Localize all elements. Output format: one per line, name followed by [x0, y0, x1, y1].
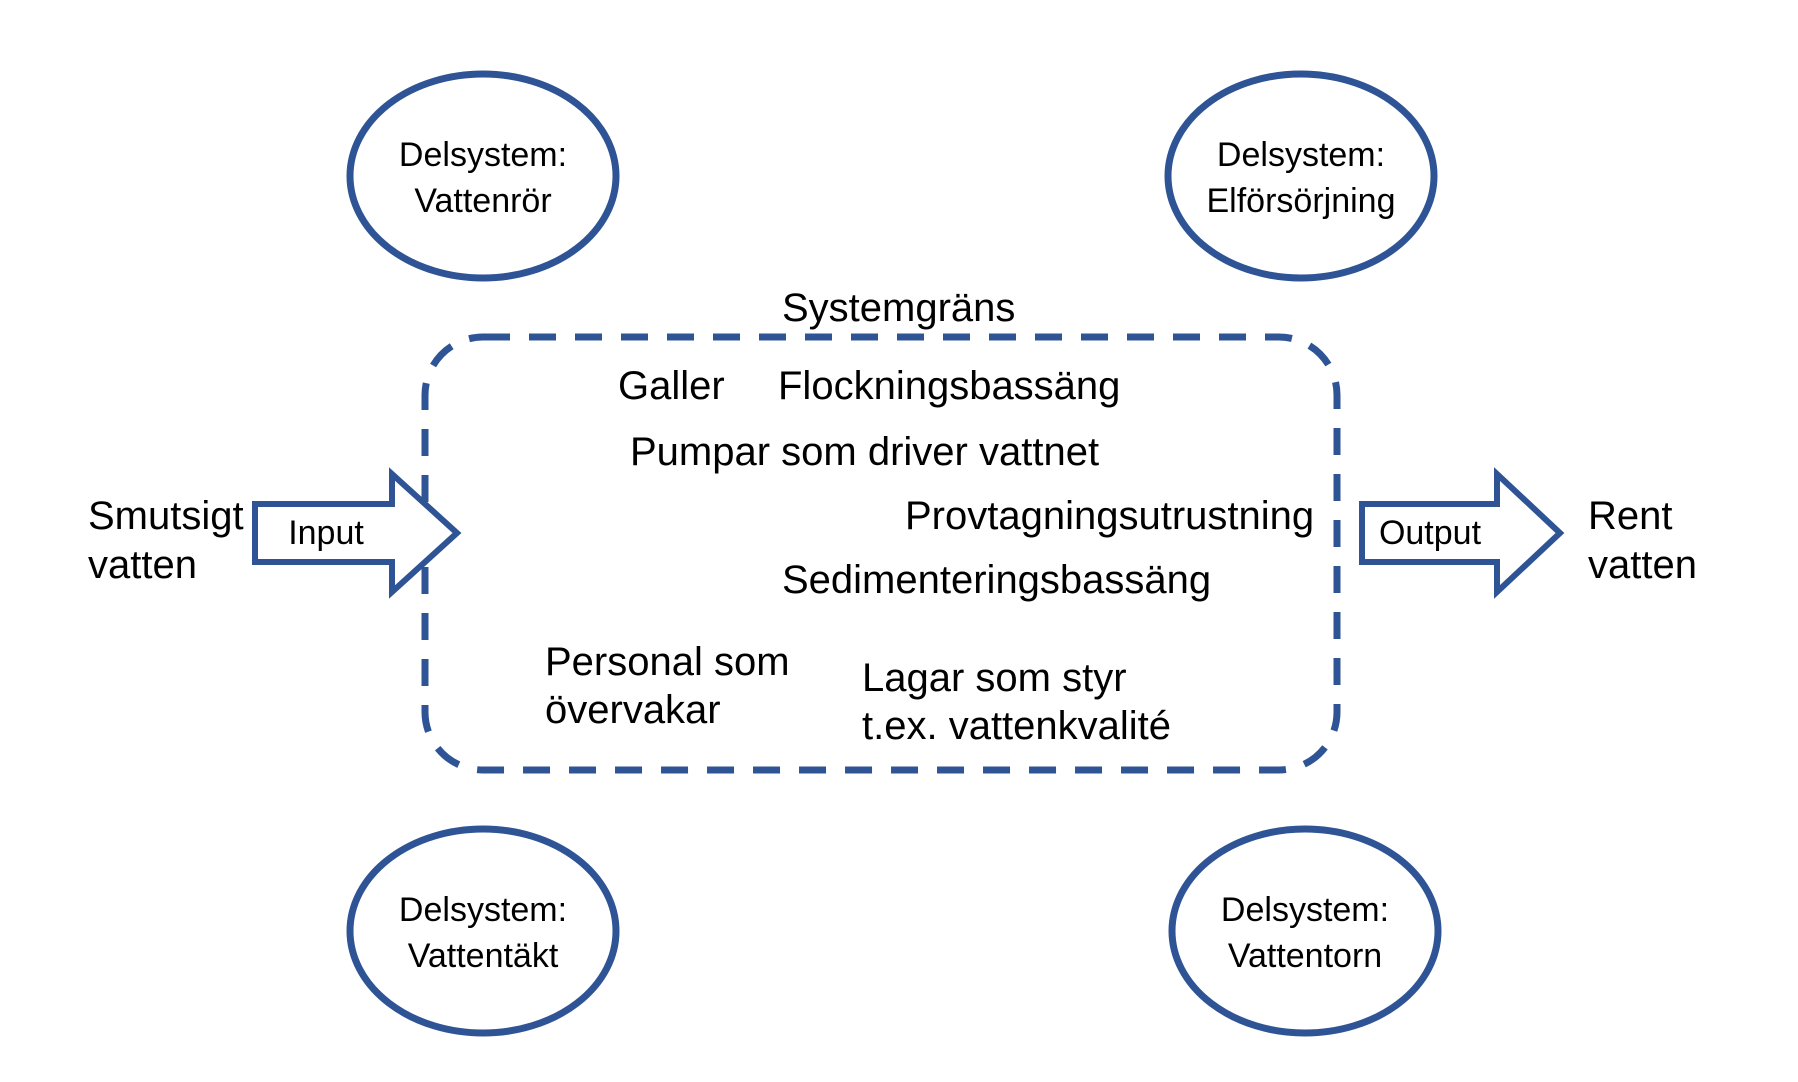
subsystem-ellipse-top-right [1164, 70, 1438, 282]
subsystem-top-left-line2: Vattenrör [414, 182, 552, 220]
input-source-line1: Smutsigt [88, 494, 244, 538]
boundary-item-flockningsbassang: Flockningsbassäng [778, 364, 1121, 408]
subsystem-bottom-right-line2: Vattentorn [1227, 937, 1383, 975]
subsystem-top-right-line2: Elförsörjning [1206, 182, 1396, 220]
output-result-label: Rent vatten [1588, 492, 1697, 590]
output-arrow [1359, 467, 1565, 599]
input-source-line2: vatten [88, 543, 197, 587]
boundary-item-lagar-line2: t.ex. vattenkvalité [862, 704, 1172, 748]
output-result-line1: Rent [1588, 494, 1673, 538]
subsystem-ellipse-top-left [346, 70, 620, 282]
subsystem-bottom-left-line2: Vattentäkt [407, 937, 559, 975]
input-source-label: Smutsigt vatten [88, 492, 244, 590]
boundary-item-lagar: Lagar som styr t.ex. vattenkvalité [862, 654, 1171, 750]
subsystem-label-top-left: Delsystem: Vattenrör [333, 132, 633, 224]
boundary-item-personal: Personal som övervakar [545, 638, 790, 734]
subsystem-label-bottom-right: Delsystem: Vattentorn [1155, 887, 1455, 979]
boundary-item-galler: Galler [618, 364, 725, 408]
system-boundary-title: Systemgräns [782, 286, 1016, 330]
input-arrow-label: Input [288, 514, 364, 552]
boundary-item-provtagning: Provtagningsutrustning [905, 494, 1315, 538]
subsystem-ellipse-bottom-left [346, 825, 620, 1037]
subsystem-ellipse-bottom-right [1168, 825, 1442, 1037]
subsystem-label-top-right: Delsystem: Elförsörjning [1151, 132, 1451, 224]
subsystem-bottom-left-line1: Delsystem: [398, 891, 568, 929]
output-result-line2: vatten [1588, 543, 1697, 587]
boundary-item-personal-line1: Personal som [545, 640, 790, 684]
boundary-item-pumpar: Pumpar som driver vattnet [630, 430, 1100, 474]
subsystem-label-bottom-left: Delsystem: Vattentäkt [333, 887, 633, 979]
boundary-item-personal-line2: övervakar [545, 688, 721, 732]
input-arrow [252, 467, 462, 599]
boundary-item-lagar-line1: Lagar som styr [862, 656, 1127, 700]
subsystem-top-left-line1: Delsystem: [398, 136, 568, 174]
subsystem-top-right-line1: Delsystem: [1216, 136, 1386, 174]
output-arrow-label: Output [1378, 514, 1482, 552]
subsystem-bottom-right-line1: Delsystem: [1220, 891, 1390, 929]
boundary-item-sedimentering: Sedimenteringsbassäng [782, 558, 1212, 602]
